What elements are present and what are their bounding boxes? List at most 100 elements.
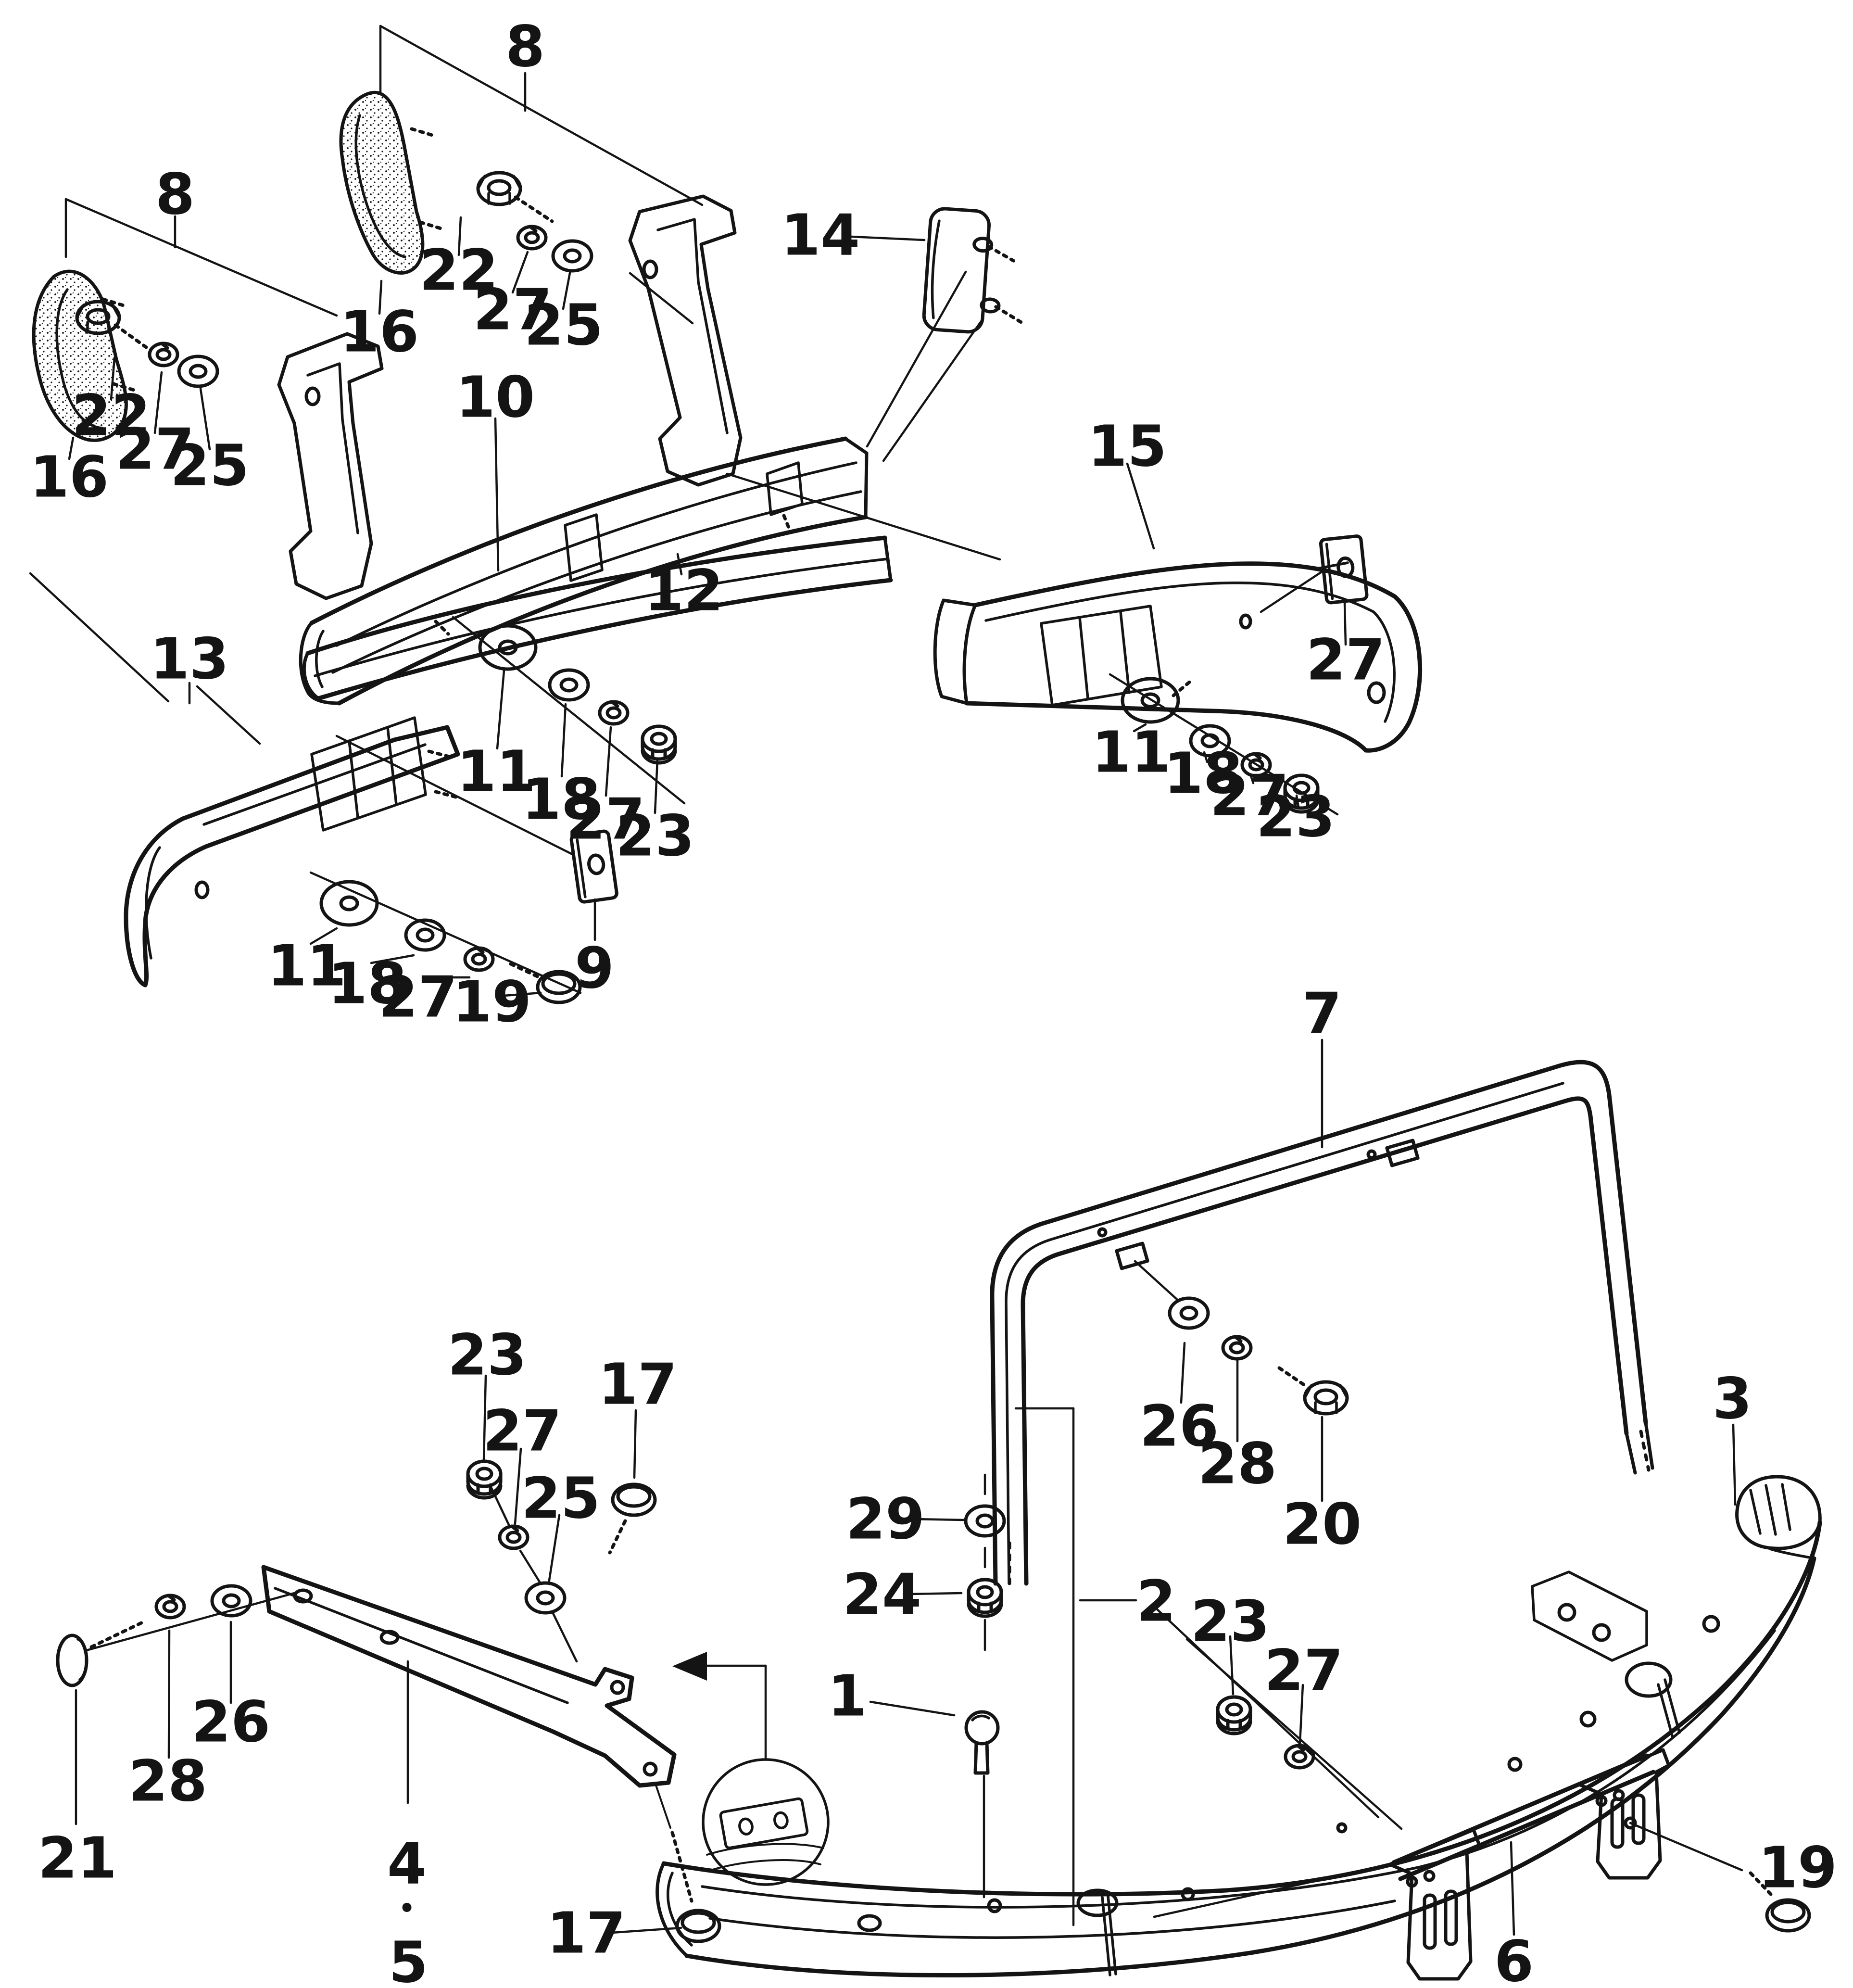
rear-bumper-armature-bar [302, 535, 893, 701]
leader-line [629, 272, 694, 325]
callout-17: 17 [598, 1351, 677, 1417]
ball-stud-1 [964, 1710, 1000, 1775]
leader-line [511, 251, 529, 294]
nut-23b [468, 1461, 501, 1498]
leader-line [199, 387, 211, 451]
rear-guard-bolt-right [478, 173, 592, 271]
clip-plate-9 [569, 829, 618, 904]
leader-line [1203, 751, 1209, 763]
leader-line [633, 1409, 637, 1479]
leader-line [1249, 773, 1255, 785]
leader-line [1133, 723, 1147, 733]
detail-circle [702, 1758, 830, 1886]
callout-28: 28 [128, 1747, 207, 1814]
callout-27: 27 [378, 963, 457, 1030]
rear-guard-bracket-left [32, 269, 138, 442]
washer-27-upper [600, 702, 628, 724]
leader-line [1154, 1606, 1380, 1819]
callout-•: • [399, 1893, 416, 1923]
clip-plate-27-right [1319, 534, 1369, 605]
leader-line [562, 269, 572, 310]
washer-27-left [150, 343, 177, 366]
callout-5: 5 [389, 1929, 428, 1988]
nut-23-center [1218, 1697, 1250, 1734]
washer-27-right [518, 227, 546, 249]
leader-line [909, 1592, 963, 1595]
washer-25-right [553, 241, 592, 271]
leader-line [1732, 1423, 1737, 1506]
callout-8: 8 [155, 161, 195, 227]
leader-line [1180, 1342, 1186, 1404]
leader-line [110, 356, 116, 401]
callout-26: 26 [191, 1688, 270, 1755]
callout-22: 22 [72, 382, 151, 448]
leader-line [196, 685, 261, 745]
callout-4: 4 [387, 1830, 427, 1897]
callout-23: 23 [448, 1321, 527, 1388]
bolt-20-head [1305, 1382, 1347, 1414]
callout-11: 11 [457, 738, 536, 804]
callout-19: 19 [453, 968, 531, 1035]
callout-27: 27 [473, 276, 552, 342]
leader-line [379, 25, 704, 206]
callout-27: 27 [483, 1397, 562, 1464]
leader-line [503, 991, 542, 997]
leader-line [378, 279, 383, 315]
callout-27: 27 [1306, 626, 1385, 693]
leader-line [490, 1487, 510, 1526]
bumper-stay-4-5 [261, 1565, 677, 1788]
leader-line [153, 371, 163, 434]
rear-guard-bolt-left [77, 302, 217, 386]
callout-16: 16 [30, 443, 109, 510]
callout-15: 15 [1088, 413, 1167, 479]
leader-line [457, 216, 462, 256]
callout-23: 23 [1191, 1588, 1270, 1654]
washer-29 [966, 1506, 1004, 1536]
callout-27: 27 [1264, 1637, 1343, 1703]
callout-27: 27 [566, 785, 645, 852]
washer-26 [1170, 1298, 1208, 1328]
leader-line [1343, 602, 1347, 646]
direction-arrow-icon [672, 1652, 707, 1681]
nut-24 [969, 1580, 1001, 1616]
callout-11: 11 [267, 932, 346, 999]
leader-line [519, 1549, 542, 1585]
leader-line [654, 758, 659, 814]
callout-18: 18 [328, 950, 407, 1016]
bolt-17a-head [613, 1484, 655, 1515]
rear-bumper-guard-left [277, 332, 384, 600]
bracket-plate-14 [922, 207, 1023, 334]
leader-line [1126, 462, 1155, 550]
bolt-22-right [478, 173, 520, 204]
rear-bumper-face-bar [299, 436, 869, 706]
bolt-19-bottom [1749, 1871, 1809, 1931]
leader-line [547, 1514, 561, 1585]
leader-line [29, 572, 170, 703]
washer-28b [156, 1595, 184, 1618]
leader-lines [29, 25, 1743, 1936]
front-bumper-guard-7 [990, 1060, 1654, 1586]
leader-line [1153, 1861, 1400, 1918]
callout-8: 8 [505, 13, 545, 79]
leader-line [1185, 1638, 1403, 1830]
callout-21: 21 [38, 1824, 117, 1891]
rear-bumper-guard-right [628, 194, 743, 487]
callout-16: 16 [340, 298, 419, 365]
leader-line [1298, 1684, 1304, 1745]
callout-2: 2 [1136, 1568, 1176, 1634]
callout-19: 19 [1758, 1834, 1837, 1900]
leader-line [309, 871, 582, 994]
washer-25b [526, 1583, 565, 1613]
guard-hardware [1170, 1298, 1347, 1414]
callout-17: 17 [547, 1899, 626, 1966]
callout-13: 13 [150, 625, 229, 692]
callout-22: 22 [419, 237, 498, 303]
callout-20: 20 [1283, 1491, 1361, 1557]
leader-line [68, 436, 75, 460]
callout-7: 7 [1302, 980, 1342, 1046]
rear-bumper-end-left-13 [124, 716, 460, 988]
callout-11: 11 [1092, 719, 1171, 785]
callout-9: 9 [575, 935, 614, 1001]
leader-line [913, 1518, 965, 1521]
